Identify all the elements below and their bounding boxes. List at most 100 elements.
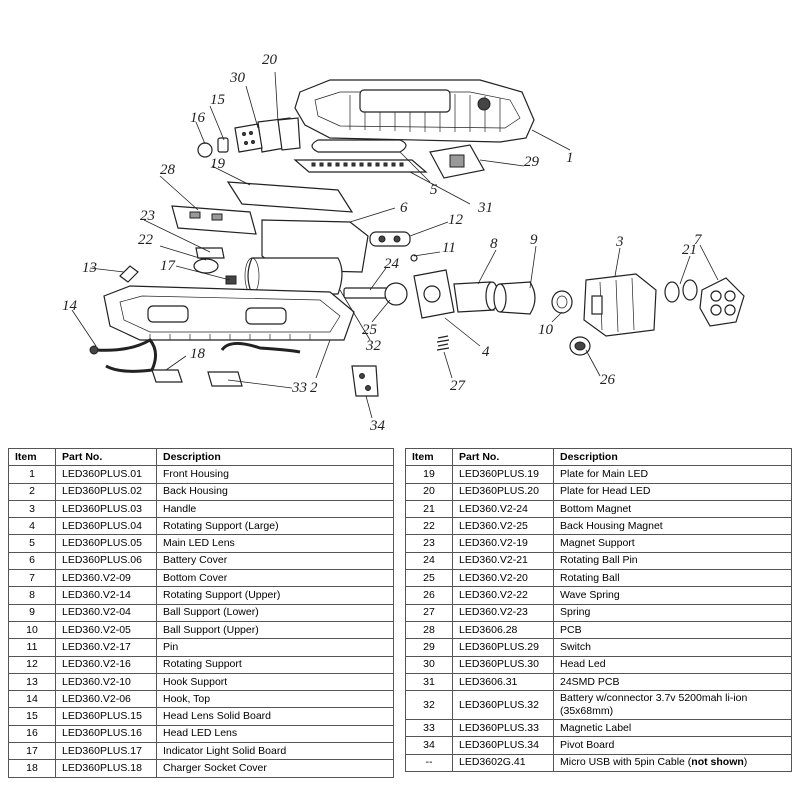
callout-27: 27	[450, 378, 467, 394]
cell-part-no: LED360PLUS.02	[55, 482, 157, 501]
cell-description: PCB	[553, 620, 792, 640]
part-handle	[583, 273, 657, 337]
cell-description: Switch	[553, 638, 792, 657]
cell-item: 10	[8, 620, 56, 640]
cell-description: Magnet Support	[553, 534, 792, 553]
cell-item: 32	[405, 690, 453, 721]
part-pin	[410, 254, 418, 262]
cell-description: Back Housing	[156, 482, 394, 501]
part-hook-support	[119, 265, 139, 283]
callout-17: 17	[160, 258, 177, 274]
callout-4: 4	[482, 344, 490, 360]
callout-12: 12	[448, 212, 464, 228]
cell-description: Head LED Lens	[156, 724, 394, 744]
cell-part-no: LED360PLUS.34	[452, 736, 554, 755]
cell-description: Hook Support	[156, 672, 394, 692]
cell-part-no: LED360.V2-05	[55, 620, 157, 640]
callout-28: 28	[160, 162, 176, 178]
callout-11: 11	[442, 240, 456, 256]
cell-item: 12	[8, 655, 56, 674]
cell-description: Spring	[553, 603, 792, 622]
part-head-led-plate	[257, 117, 301, 153]
header-item: Item	[8, 447, 56, 467]
cell-item: 34	[405, 736, 453, 755]
cell-item: 30	[405, 655, 453, 674]
part-spring	[436, 335, 450, 351]
callout-33: 33	[291, 380, 307, 396]
callout-14: 14	[62, 298, 78, 314]
callout-34: 34	[369, 418, 386, 434]
cell-part-no: LED360PLUS.30	[452, 655, 554, 674]
cell-part-no: LED360.V2-21	[452, 551, 554, 571]
cell-part-no: LED3602G.41	[452, 753, 554, 773]
cell-part-no: LED360.V2-09	[55, 569, 157, 588]
cell-item: 14	[8, 690, 56, 709]
part-front-housing	[294, 79, 535, 143]
cell-description: Pin	[156, 638, 394, 657]
cell-part-no: LED360PLUS.05	[55, 534, 157, 553]
callout-2: 2	[310, 380, 318, 396]
cell-part-no: LED360PLUS.19	[452, 465, 554, 484]
cell-description: Ball Support (Upper)	[156, 620, 394, 640]
cell-item: 16	[8, 724, 56, 744]
cell-part-no: LED360PLUS.20	[452, 482, 554, 501]
part-charger-socket-cover	[151, 369, 183, 383]
cell-part-no: LED360.V2-25	[452, 517, 554, 536]
cell-description: Pivot Board	[553, 736, 792, 755]
cell-item: 9	[8, 603, 56, 622]
cell-part-no: LED360PLUS.17	[55, 742, 157, 761]
cell-item: 23	[405, 534, 453, 553]
part-pivot-board	[351, 365, 379, 397]
part-ball-support-upper	[551, 290, 573, 314]
callout-3: 3	[615, 234, 624, 250]
callout-26: 26	[600, 372, 616, 388]
callout-7: 7	[694, 232, 703, 248]
cell-item: 7	[8, 569, 56, 588]
callout-5: 5	[430, 182, 438, 198]
cell-item: 26	[405, 586, 453, 605]
cell-item: 13	[8, 672, 56, 692]
callout-20: 20	[262, 52, 278, 68]
cell-part-no: LED360.V2-06	[55, 690, 157, 709]
cell-part-no: LED360PLUS.29	[452, 638, 554, 657]
cell-item: 17	[8, 742, 56, 761]
cell-part-no: LED360PLUS.15	[55, 707, 157, 726]
cell-part-no: LED360.V2-22	[452, 586, 554, 605]
callout-21: 21	[682, 242, 697, 258]
part-wave-spring	[569, 336, 591, 356]
cell-part-no: LED360.V2-04	[55, 603, 157, 622]
description-emphasis: not shown	[691, 756, 744, 769]
cell-description: Rotating Ball Pin	[553, 551, 792, 571]
part-smd-pcb	[293, 159, 428, 173]
cell-item: 3	[8, 499, 56, 519]
cell-item: 18	[8, 759, 56, 778]
callout-1: 1	[566, 150, 574, 166]
cell-item: 22	[405, 517, 453, 536]
cell-part-no: LED360.V2-16	[55, 655, 157, 674]
cell-item: 5	[8, 534, 56, 553]
cell-description: Rotating Ball	[553, 569, 792, 588]
cell-part-no: LED360.V2-20	[452, 569, 554, 588]
